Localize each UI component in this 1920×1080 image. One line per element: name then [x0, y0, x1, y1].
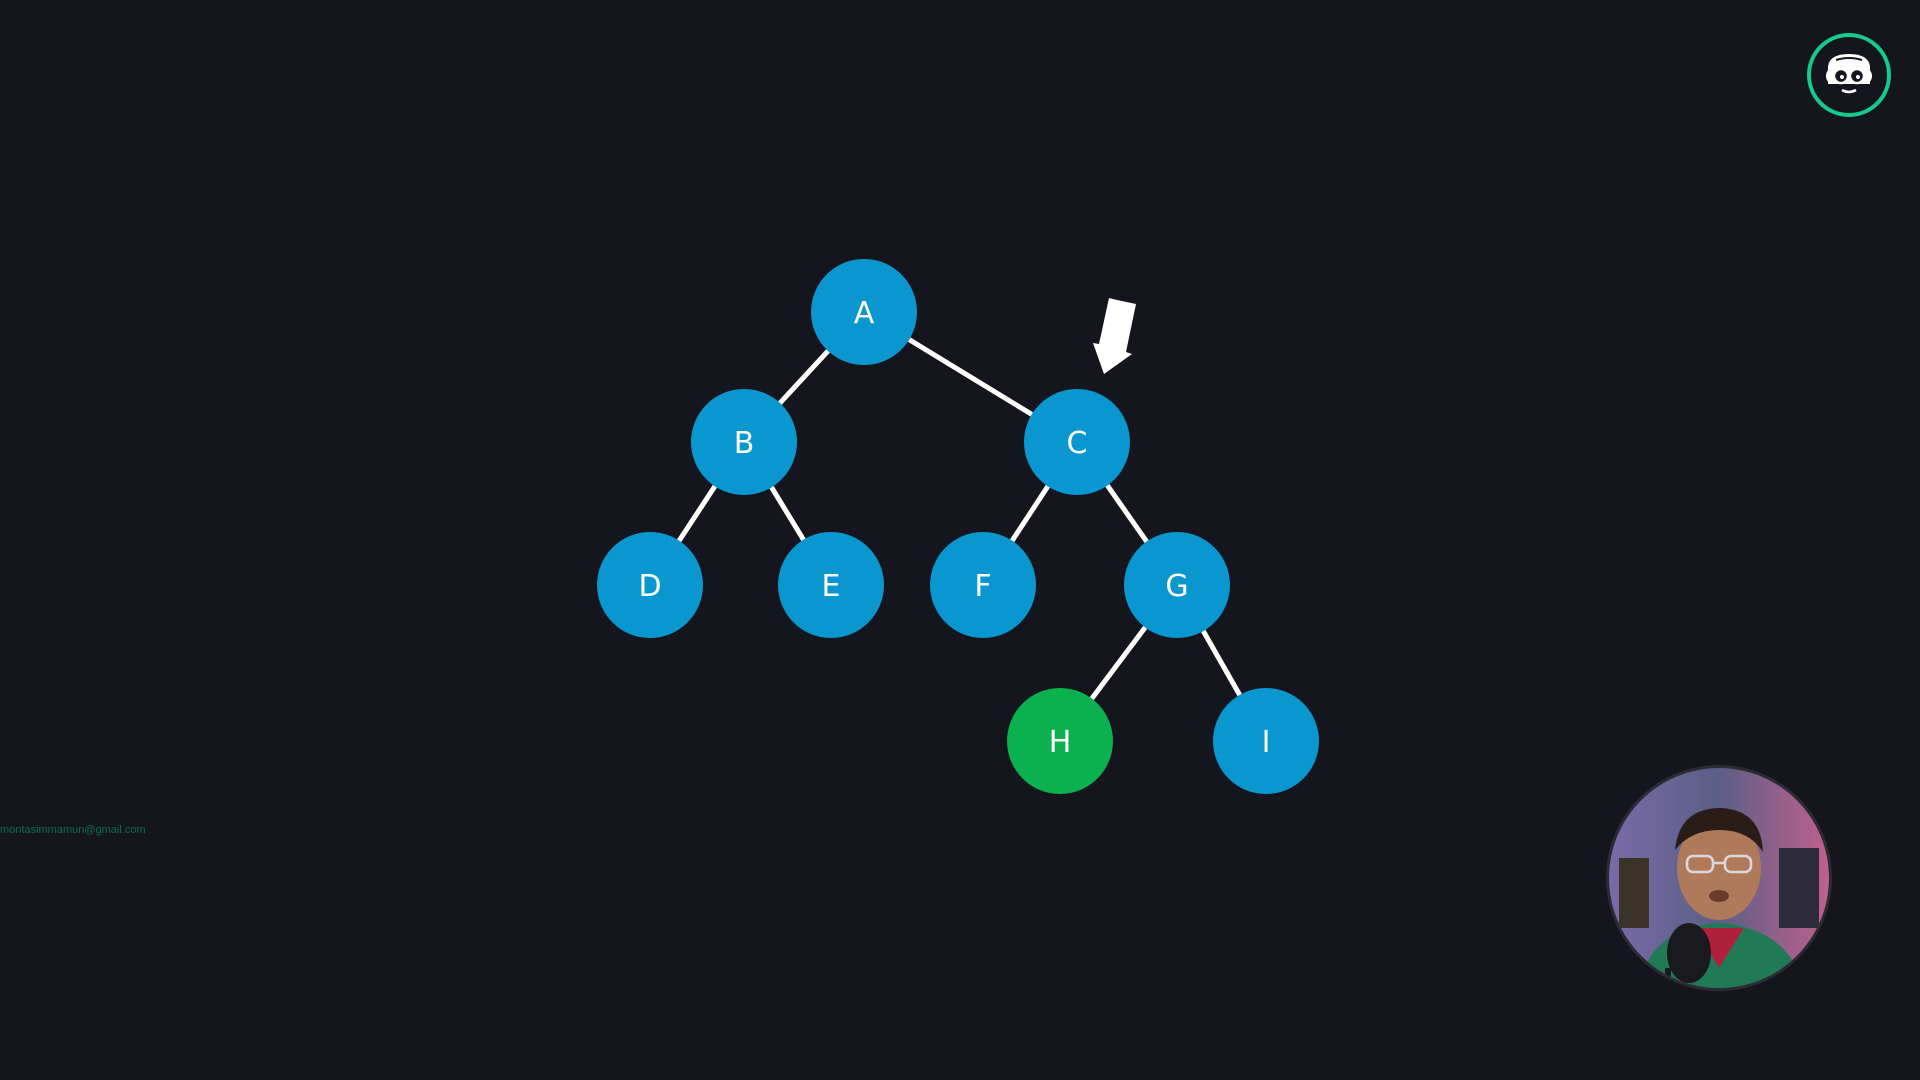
watermark-email: montasimmamun@gmail.com [0, 824, 146, 836]
tree-edge-g-h [1089, 625, 1148, 701]
tree-edge-a-b [778, 349, 830, 405]
tree-edge-c-g [1105, 484, 1149, 543]
tree-node-label: H [1049, 725, 1072, 760]
tree-node-d: D [597, 532, 703, 638]
tree-node-label: C [1067, 426, 1088, 461]
tree-node-circle [1124, 532, 1230, 638]
presenter-webcam-avatar [1606, 765, 1832, 991]
tree-node-circle [1024, 389, 1130, 495]
tree-node-e: E [778, 532, 884, 638]
tree-edges [677, 337, 1242, 701]
tree-node-label: F [974, 569, 991, 604]
nerd-glasses-logo-icon[interactable] [1806, 32, 1892, 118]
tree-edge-b-e [769, 485, 806, 542]
tree-node-label: B [734, 426, 755, 461]
tree-node-circle [597, 532, 703, 638]
tree-node-circle [691, 389, 797, 495]
tree-node-h: H [1007, 688, 1113, 794]
tree-node-label: D [638, 569, 661, 604]
tree-node-b: B [691, 389, 797, 495]
tree-node-g: G [1124, 532, 1230, 638]
presenter-avatar-icon [1609, 768, 1829, 988]
tree-node-circle [811, 259, 917, 365]
tree-edge-g-i [1201, 629, 1242, 697]
tree-node-f: F [930, 532, 1036, 638]
tree-node-label: E [822, 569, 841, 604]
tree-node-i: I [1213, 688, 1319, 794]
tree-node-circle [1007, 688, 1113, 794]
tree-nodes: A B C D E F G H I [597, 259, 1319, 794]
tree-node-label: G [1165, 569, 1188, 604]
tree-node-circle [778, 532, 884, 638]
tree-node-label: I [1262, 725, 1271, 760]
tree-edge-a-c [907, 337, 1034, 417]
tree-node-circle [1213, 688, 1319, 794]
tree-edge-b-d [677, 484, 717, 543]
tree-node-circle [930, 532, 1036, 638]
tree-node-c: C [1024, 389, 1130, 495]
tree-edge-c-f [1010, 484, 1050, 543]
tree-node-a: A [811, 259, 917, 365]
tree-node-label: A [854, 296, 875, 331]
pointer-arrow-icon [1093, 298, 1136, 374]
